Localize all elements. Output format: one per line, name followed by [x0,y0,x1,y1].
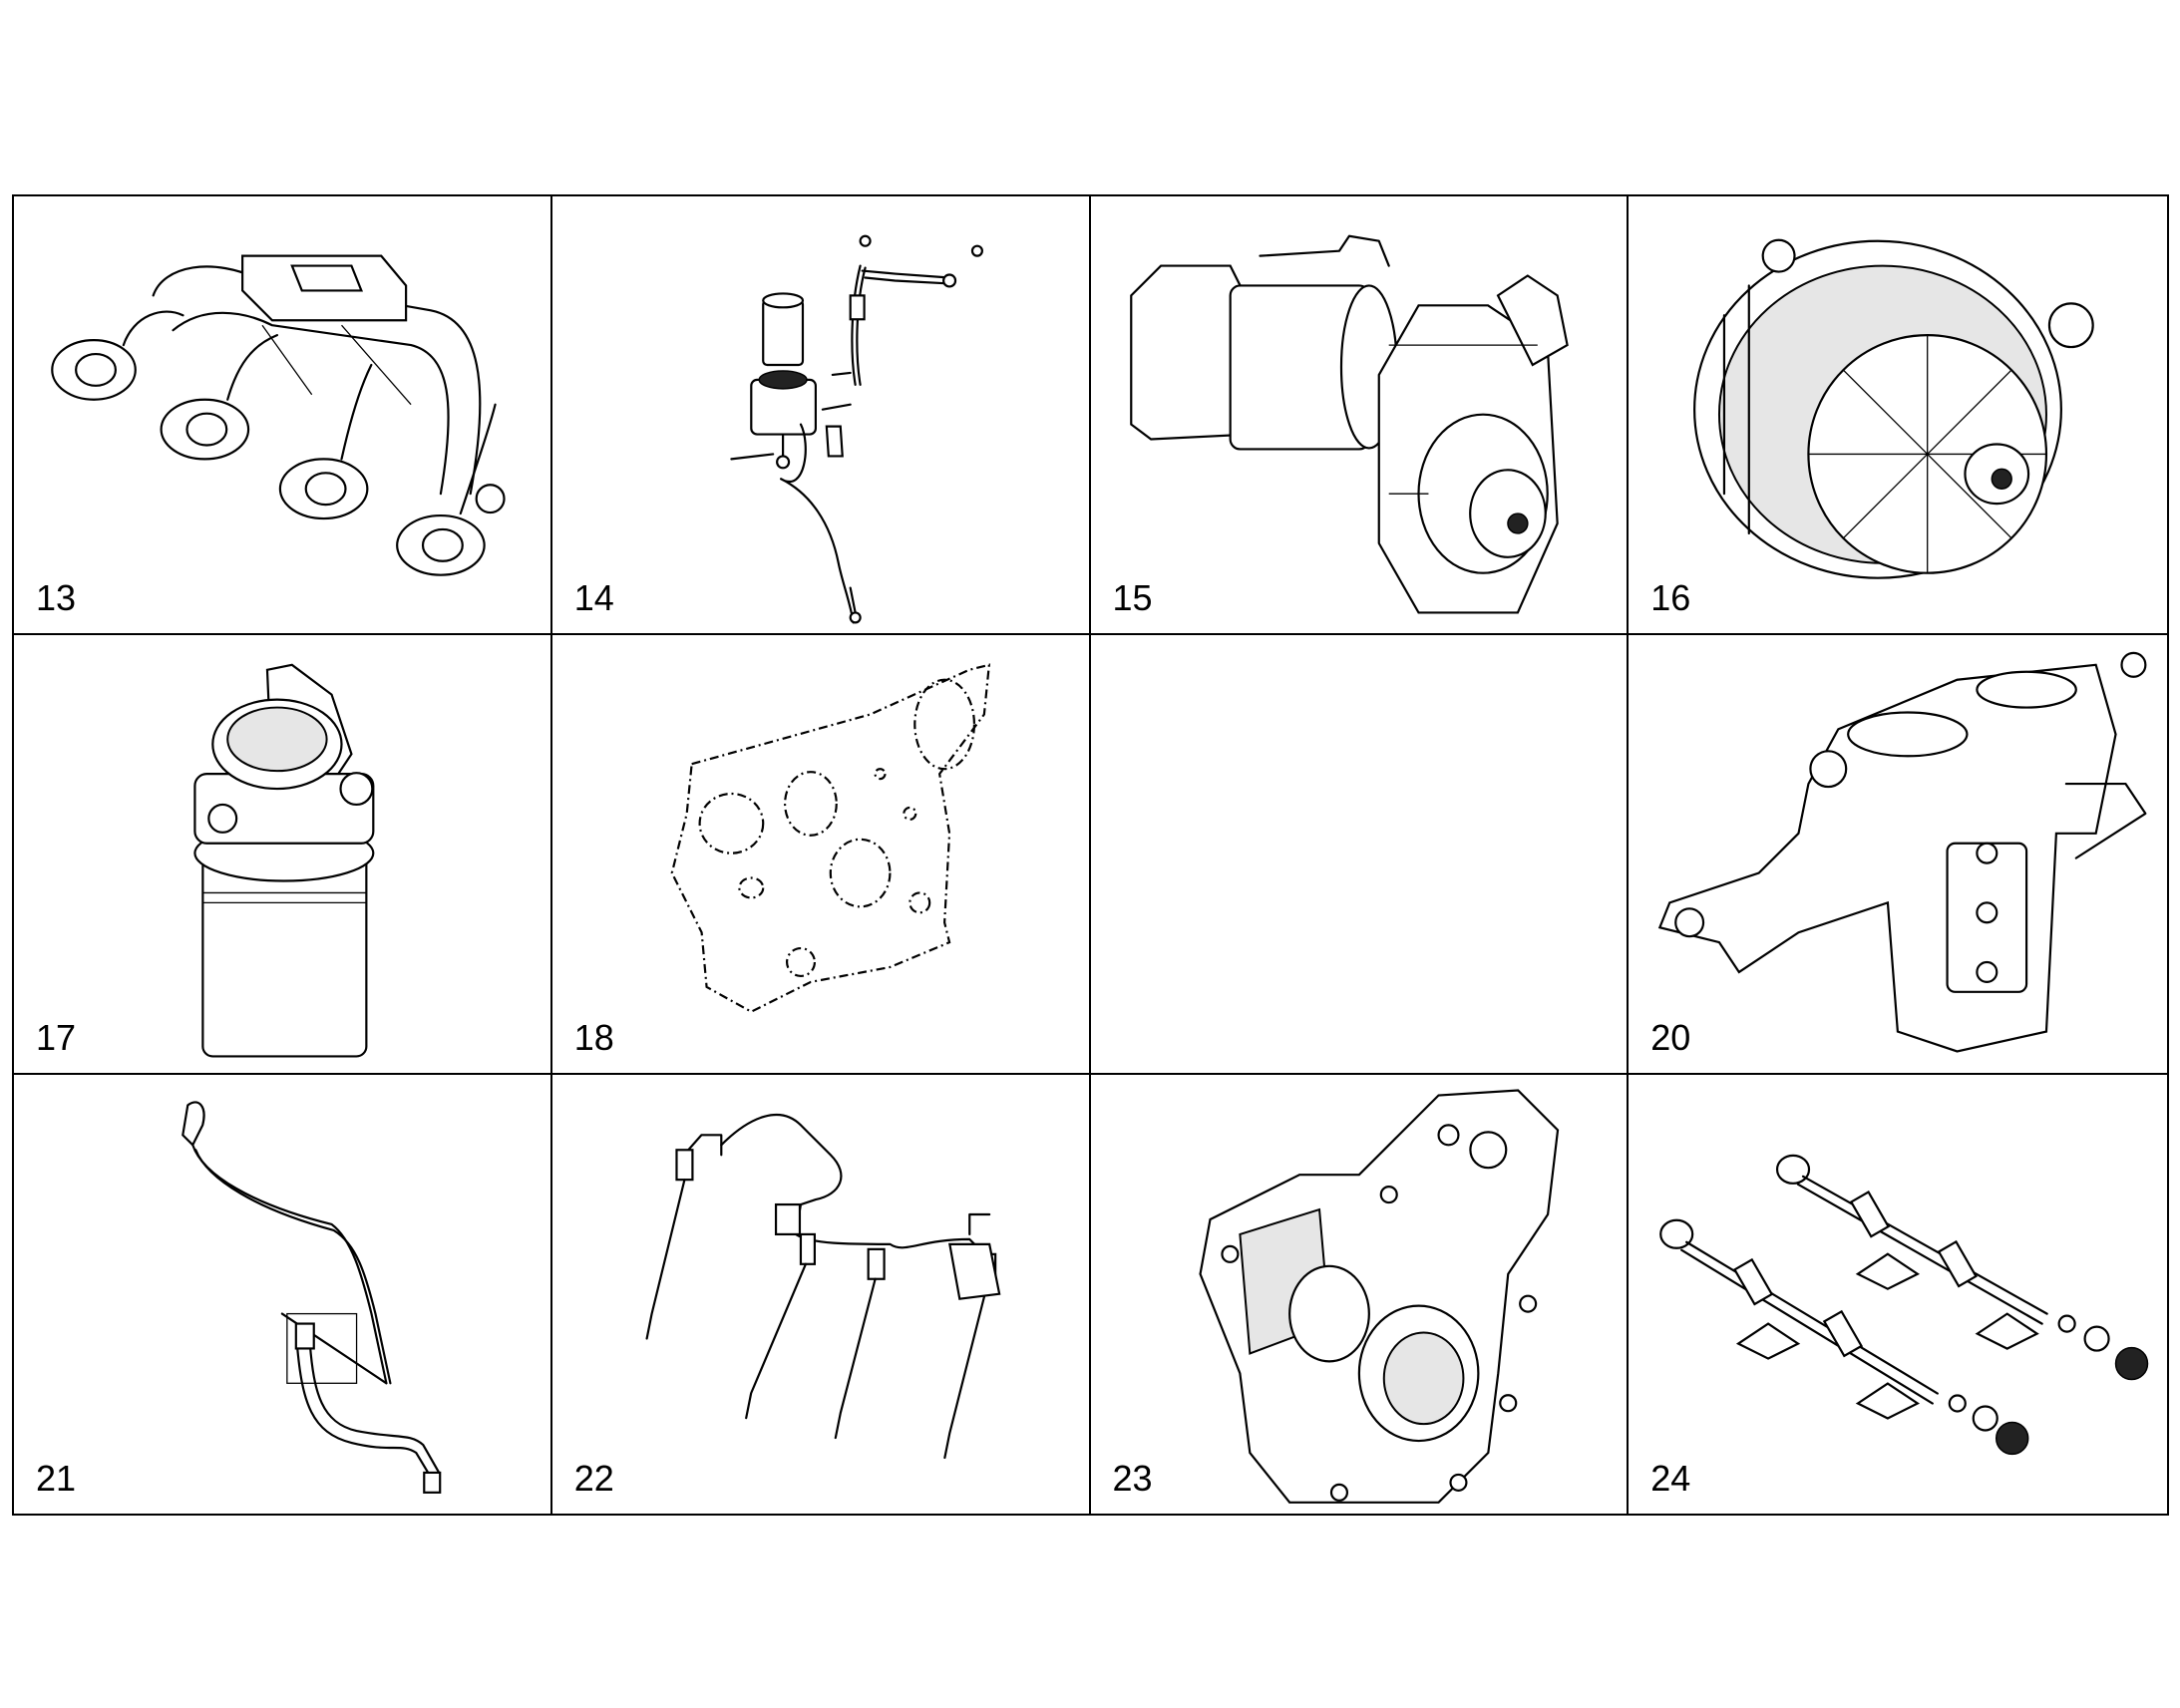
panel-number: 21 [36,1458,77,1499]
panel-number: 13 [36,577,77,619]
parts-grid: 13 14 [12,194,2169,1516]
exhaust-manifold-icon [51,254,506,576]
panel-number: 16 [1650,577,1691,619]
panel-number: 24 [1650,1458,1691,1499]
panel-20: 20 [1629,635,2167,1075]
panel-24: 24 [1629,1075,2167,1514]
starter-motor-icon [1129,234,1569,614]
timing-cover-icon [1198,1089,1559,1504]
panel-number: 14 [573,577,614,619]
panel-21: 21 [14,1074,552,1514]
panel-18: 18 [551,635,1091,1075]
oil-dipstick-icon [182,1100,442,1494]
panel-number: 18 [573,1016,614,1058]
fuel-filter-kit-icon [730,234,983,624]
panel-number: 23 [1112,1458,1153,1499]
panel-number: 22 [573,1458,614,1499]
panel-23: 23 [1091,1074,1630,1514]
panel-22: 22 [552,1074,1091,1514]
panel-14: 14 [551,196,1091,636]
alternator-icon [1693,238,2095,579]
glow-plug-harness-icon [645,1113,1001,1459]
fuel-filter-icon [193,663,375,1058]
panel-number: 17 [36,1016,77,1058]
panel-number: 20 [1650,1016,1691,1058]
panel-13: 13 [14,196,552,636]
engine-mount-bracket-icon [1658,652,2147,1053]
balancer-shafts-icon [1659,1154,2149,1455]
panel-16: 16 [1629,196,2167,636]
panel-15: 15 [1090,196,1630,636]
panel-17: 17 [14,635,552,1075]
gasket-icon [670,663,990,1014]
panel-number: 15 [1112,577,1153,619]
panel-empty [1090,635,1630,1075]
